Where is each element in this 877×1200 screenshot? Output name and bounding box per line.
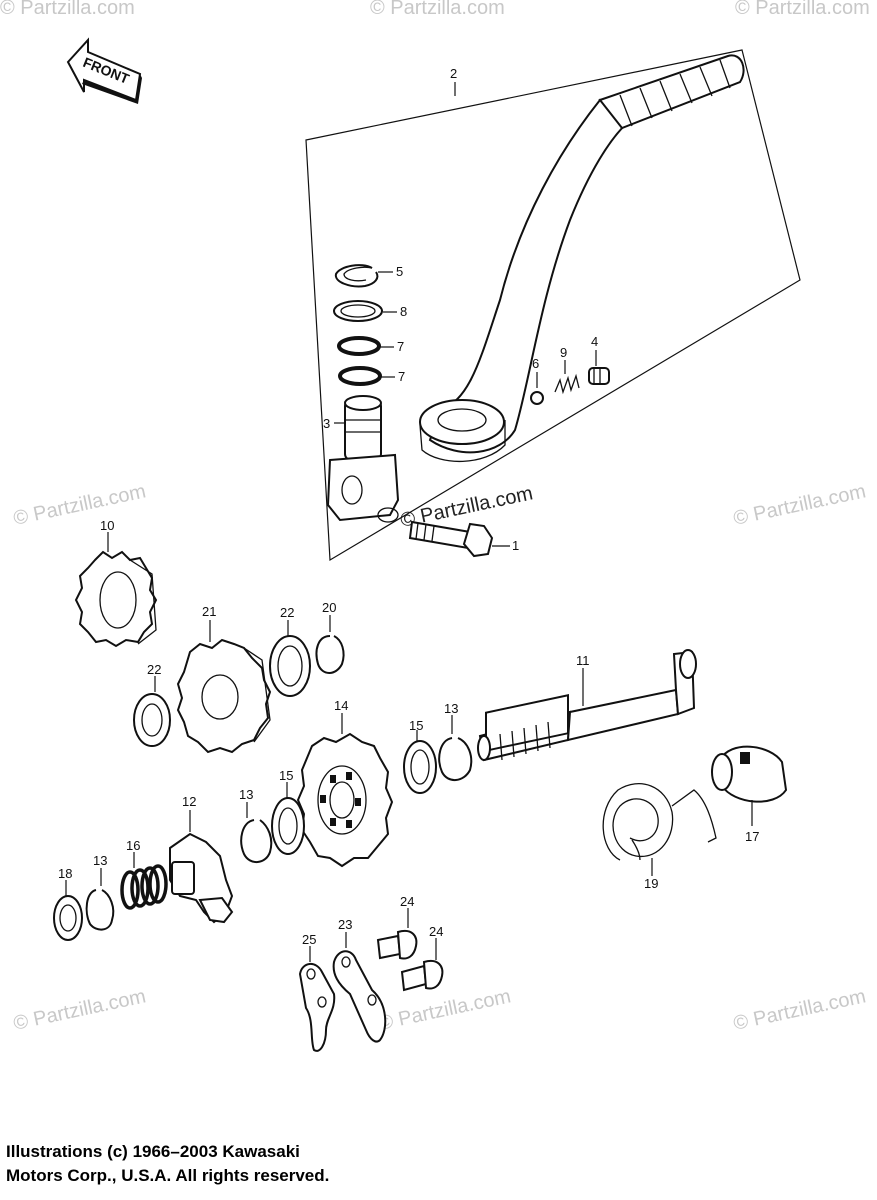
callout-1: 1 (512, 538, 519, 553)
washer-22b (133, 693, 171, 747)
gear-14 (296, 732, 394, 868)
callout-2: 2 (450, 66, 457, 81)
circlip-20 (315, 635, 345, 674)
callout-7b: 7 (398, 369, 405, 384)
spring-19 (602, 783, 717, 861)
kick-boss (326, 395, 400, 523)
callout-22b: 22 (147, 662, 161, 677)
callout-23: 23 (338, 917, 352, 932)
callout-9: 9 (560, 345, 567, 360)
copyright-line-1: Illustrations (c) 1966–2003 Kawasaki (6, 1142, 300, 1161)
gear-10 (74, 550, 158, 648)
washer-15a (403, 740, 437, 794)
kick-pedal-group-outline (305, 49, 801, 562)
callout-12: 12 (182, 794, 196, 809)
washer-8 (333, 300, 383, 322)
watermark-top-center: © Partzilla.com (370, 0, 505, 19)
callout-7a: 7 (397, 339, 404, 354)
watermark-mid-right: © Partzilla.com (731, 480, 867, 530)
callout-13a: 13 (444, 701, 458, 716)
plate-23 (332, 950, 387, 1043)
spring-guide-17 (711, 745, 788, 803)
callout-3: 3 (323, 416, 330, 431)
callout-14: 14 (334, 698, 348, 713)
watermark-top-right: © Partzilla.com (735, 0, 870, 19)
callout-19: 19 (644, 876, 658, 891)
spring-9 (554, 373, 580, 395)
callout-21: 21 (202, 604, 216, 619)
callout-24b: 24 (429, 924, 443, 939)
kick-pedal-lever (419, 54, 745, 463)
callout-8: 8 (400, 304, 407, 319)
watermark-bottom-center: © Partzilla.com (376, 985, 512, 1035)
watermark-mid-left: © Partzilla.com (11, 480, 147, 530)
callout-20: 20 (322, 600, 336, 615)
callout-18: 18 (58, 866, 72, 881)
callout-15b: 15 (279, 768, 293, 783)
washer-22a (269, 635, 311, 697)
plug-4 (588, 367, 610, 385)
watermarks: © Partzilla.com © Partzilla.com © Partzi… (0, 0, 870, 1035)
spring-16 (120, 864, 168, 910)
plate-25 (298, 963, 336, 1052)
callout-5: 5 (396, 264, 403, 279)
watermark-top-left: © Partzilla.com (0, 0, 135, 19)
o-ring-7a (337, 336, 381, 356)
callout-6: 6 (532, 356, 539, 371)
callout-25: 25 (302, 932, 316, 947)
screw-24a (376, 930, 418, 960)
callout-17: 17 (745, 829, 759, 844)
callout-4: 4 (591, 334, 598, 349)
circlip-13c (85, 889, 115, 931)
ratchet-12 (169, 832, 234, 924)
washer-18 (53, 895, 83, 941)
callout-10: 10 (100, 518, 114, 533)
callout-16: 16 (126, 838, 140, 853)
copyright-notice: Illustrations (c) 1966–2003 Kawasaki Mot… (6, 1140, 486, 1188)
callout-13c: 13 (93, 853, 107, 868)
front-arrow-icon: FRONT (66, 37, 142, 104)
circlip-13a (438, 737, 473, 781)
copyright-line-2: Motors Corp., U.S.A. All rights reserved… (6, 1166, 330, 1185)
screw-24b (400, 960, 444, 992)
gear-21 (176, 638, 272, 754)
bolt-1 (408, 520, 494, 558)
circlip-13b (240, 819, 273, 863)
watermark-bottom-right: © Partzilla.com (731, 985, 867, 1035)
ball-6 (530, 391, 544, 405)
callout-24a: 24 (400, 894, 414, 909)
callout-11: 11 (576, 653, 590, 668)
callout-13b: 13 (239, 787, 253, 802)
washer-15b (271, 797, 305, 855)
circlip-5 (334, 264, 379, 288)
callout-15a: 15 (409, 718, 423, 733)
callout-22a: 22 (280, 605, 294, 620)
kick-shaft-11 (477, 649, 697, 762)
o-ring-7b (338, 366, 382, 386)
watermark-bottom-left: © Partzilla.com (11, 985, 147, 1035)
